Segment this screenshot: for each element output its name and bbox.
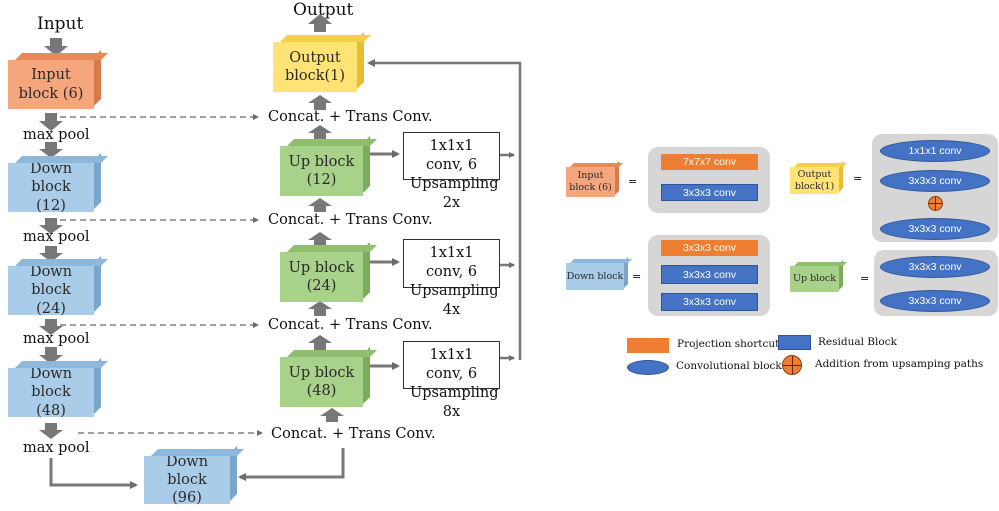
projection-conv-7: 7x7x7 conv bbox=[661, 154, 758, 170]
projection-conv-3: 3x3x3 conv bbox=[661, 240, 758, 256]
residual-conv-3: 3x3x3 conv bbox=[661, 265, 758, 284]
legend-addition-icon bbox=[782, 355, 802, 375]
upsampling-bus bbox=[367, 59, 522, 361]
down-block-12: Down block(12) bbox=[8, 161, 94, 214]
equals-sign: = bbox=[853, 172, 863, 185]
down-block-48: Down block(48) bbox=[8, 366, 94, 419]
up-to-side bbox=[369, 150, 400, 370]
conv-3-ellipse: 3x3x3 conv bbox=[880, 170, 990, 192]
down-block-24: Down block(24) bbox=[8, 264, 94, 317]
residual-conv-3: 3x3x3 conv bbox=[661, 293, 758, 311]
legend-projection-swatch bbox=[627, 338, 669, 353]
max-pool-label: max pool bbox=[23, 331, 90, 347]
residual-conv-3: 3x3x3 conv bbox=[661, 184, 758, 201]
concat-trans-conv-label: Concat. + Trans Conv. bbox=[271, 426, 436, 442]
conv-3-ellipse: 3x3x3 conv bbox=[880, 256, 990, 278]
equals-sign: = bbox=[628, 175, 638, 188]
down-arrows bbox=[39, 38, 68, 439]
conv-1-ellipse: 1x1x1 conv bbox=[880, 140, 990, 162]
up-block-12: Up block(12) bbox=[280, 146, 363, 196]
input-label: Input bbox=[37, 14, 84, 34]
detail-up-block: Up block bbox=[790, 266, 839, 292]
conv-3-ellipse: 3x3x3 conv bbox=[880, 218, 990, 240]
detail-down-block: Down block bbox=[566, 263, 624, 290]
up-arrows bbox=[308, 14, 344, 422]
legend-convolutional-swatch bbox=[627, 360, 669, 375]
concat-trans-conv-label: Concat. + Trans Conv. bbox=[268, 212, 433, 228]
legend-addition-label: Addition from upsamping paths bbox=[815, 358, 984, 370]
concat-trans-conv-label: Concat. + Trans Conv. bbox=[268, 317, 433, 333]
bottom-path bbox=[49, 448, 345, 489]
up-block-24: Up block(24) bbox=[280, 252, 363, 302]
up-block-48: Up block(48) bbox=[280, 357, 363, 407]
skip-connections bbox=[60, 114, 263, 436]
max-pool-label: max pool bbox=[23, 127, 90, 143]
equals-sign: = bbox=[632, 270, 642, 283]
max-pool-label: max pool bbox=[23, 229, 90, 245]
output-label: Output bbox=[293, 0, 354, 20]
addition-icon bbox=[928, 196, 943, 211]
legend-projection-label: Projection shortcuts bbox=[677, 338, 785, 350]
down-block-96: Down block(96) bbox=[144, 454, 230, 506]
legend-residual-swatch bbox=[778, 335, 811, 350]
concat-trans-conv-label: Concat. + Trans Conv. bbox=[268, 109, 433, 125]
conv-3-ellipse: 3x3x3 conv bbox=[880, 290, 990, 312]
legend-residual-label: Residual Block bbox=[818, 336, 897, 348]
legend-convolutional-label: Convolutional blocks bbox=[676, 360, 788, 372]
max-pool-label: max pool bbox=[23, 440, 90, 456]
equals-sign: = bbox=[860, 272, 870, 285]
